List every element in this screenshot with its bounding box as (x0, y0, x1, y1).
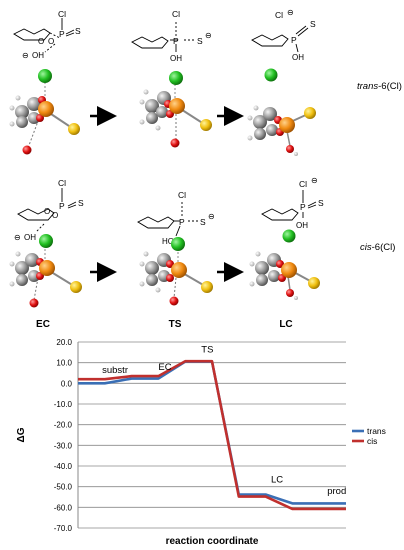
chart-annotations: substr EC TS LC prod (102, 344, 346, 497)
cis-ts-minus: ⊖ (208, 212, 215, 221)
chart-series (78, 359, 346, 511)
annotation-TS: TS (201, 344, 213, 355)
trans-lc-oh: OH (292, 53, 304, 62)
cis-ec-cl: Cl (58, 178, 66, 188)
cis-ts-model (139, 237, 213, 306)
series-line-trans (78, 360, 346, 505)
cis-lc-s: S (318, 198, 324, 208)
y-tick-labels: 20.0 10.0 0.0 -10.0 -20.0 -30.0 -40.0 -50.0 -60.… (54, 338, 73, 533)
y-axis-label: ΔG (16, 427, 27, 442)
y-tick-label: -50.0 (54, 483, 73, 492)
trans-lc-minus: ⊖ (287, 8, 294, 17)
cis-lc-minus: ⊖ (311, 176, 318, 185)
trans-lc-s: S (310, 19, 316, 29)
cis-ec-minus: ⊖ (14, 233, 21, 242)
chart-gridlines (78, 341, 346, 529)
trans-ec-minus: ⊖ (22, 51, 29, 60)
cis-ec-s: S (78, 198, 84, 208)
annotation-prod: prod (327, 486, 346, 497)
cis-label-suffix: -6(Cl) (372, 242, 396, 253)
trans-ts-minus: ⊖ (205, 31, 212, 40)
trans-label-suffix: -6(Cl) (378, 81, 402, 92)
cis-ts-cl: Cl (178, 190, 186, 200)
y-tick-label: -40.0 (54, 462, 73, 471)
legend-label-trans: trans (367, 426, 386, 436)
annotation-LC: LC (271, 475, 283, 486)
y-tick-label: -60.0 (54, 503, 73, 512)
stage-label-ts: TS (169, 319, 182, 330)
cis-ec-model (9, 234, 82, 308)
cis-label: cis-6(Cl) (360, 242, 395, 253)
cis-lc-formula (261, 190, 317, 221)
cis-ec-o2: O (52, 211, 58, 220)
y-tick-label: 20.0 (56, 338, 72, 347)
cis-ec-oh: OH (24, 233, 36, 242)
trans-ec-formula (13, 18, 75, 53)
trans-ts-p: P (173, 36, 179, 46)
stage-label-ec: EC (36, 319, 50, 330)
cis-ts-p: P (179, 217, 185, 227)
y-tick-label: -20.0 (54, 421, 73, 430)
annotation-substr: substr (102, 365, 128, 376)
trans-ts-model (139, 71, 212, 148)
series-line-cis (78, 359, 346, 511)
y-tick-label: 0.0 (61, 379, 73, 388)
trans-label: trans-6(Cl) (357, 81, 402, 92)
y-tick-label: -70.0 (54, 524, 73, 533)
trans-ts-oh: OH (170, 54, 182, 63)
cis-lc-p: P (300, 202, 306, 212)
cis-label-prefix: cis (360, 242, 372, 253)
cis-lc-cl: Cl (299, 179, 307, 189)
cis-ec-p: P (59, 201, 65, 211)
trans-ts-formula (131, 20, 194, 52)
stage-label-lc: LC (279, 319, 292, 330)
cis-lc-model (249, 229, 320, 300)
y-tick-label: 10.0 (56, 359, 72, 368)
trans-lc-formula (251, 25, 309, 53)
trans-ec-cl: Cl (58, 9, 66, 19)
cis-ts-formula (137, 200, 198, 237)
trans-ec-p: P (59, 29, 65, 39)
annotation-EC: EC (158, 362, 171, 373)
cis-ec-o1: O (44, 207, 50, 216)
trans-label-prefix: trans (357, 81, 378, 92)
trans-ec-o2: O (48, 37, 54, 46)
trans-ts-s: S (197, 36, 203, 46)
trans-ts-cl: Cl (172, 9, 180, 19)
y-tick-label: -30.0 (54, 441, 73, 450)
cis-lc-oh: OH (296, 221, 308, 230)
trans-lc-model (247, 68, 316, 156)
trans-ec-o1: O (38, 37, 44, 46)
cis-ec-formula (17, 188, 77, 233)
cis-ts-s: S (200, 217, 206, 227)
x-axis-label: reaction coordinate (166, 536, 259, 547)
trans-lc-p: P (291, 35, 297, 45)
trans-ec-oh: OH (32, 51, 44, 60)
energy-profile-chart: 20.0 10.0 0.0 -10.0 -20.0 -30.0 -40.0 -50.0 -60.… (16, 338, 386, 547)
trans-ec-model (9, 69, 80, 155)
trans-ec-s: S (75, 26, 81, 36)
cis-ts-ho: HO (162, 237, 174, 246)
y-tick-label: -10.0 (54, 400, 73, 409)
legend-label-cis: cis (367, 436, 377, 446)
trans-lc-cl: Cl (275, 10, 283, 20)
